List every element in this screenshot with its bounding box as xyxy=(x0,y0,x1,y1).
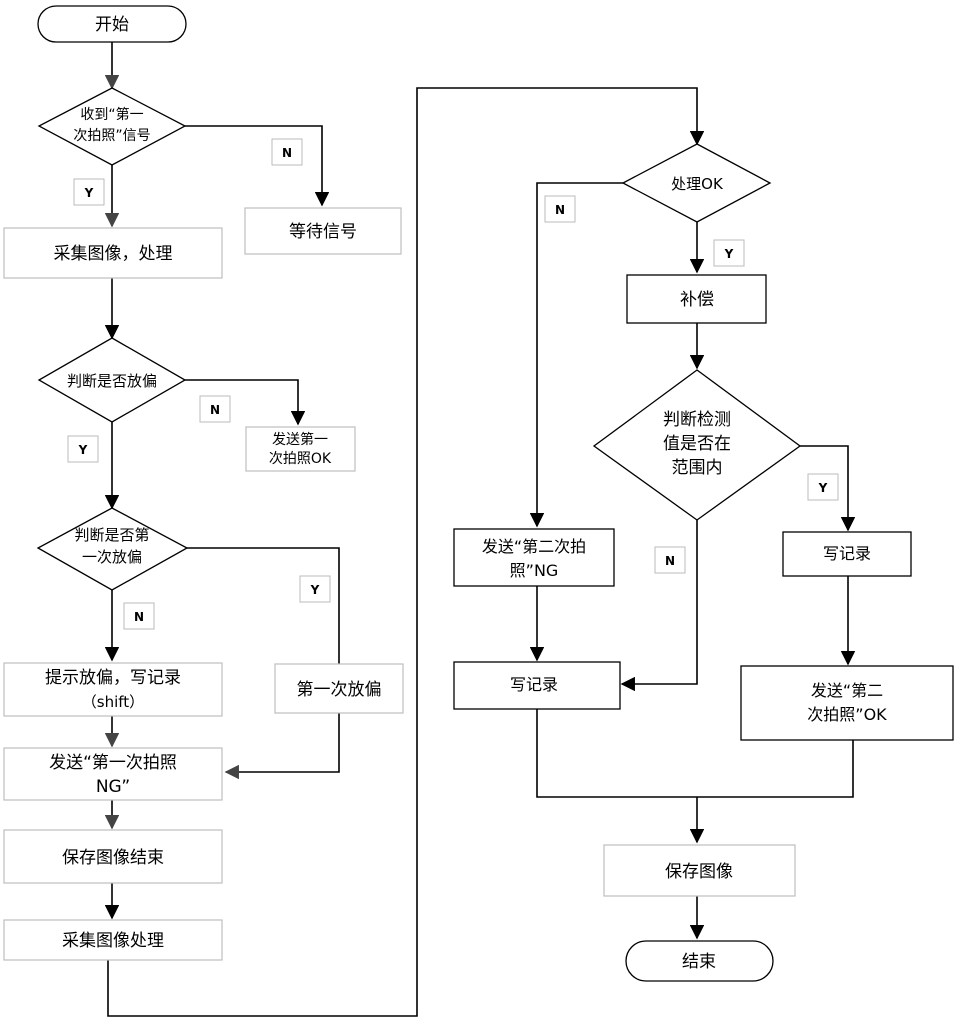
label-yes-4: Y xyxy=(714,240,744,266)
label-no-4: N xyxy=(545,196,575,222)
compensate-box: 补偿 xyxy=(627,275,766,323)
decision-first-photo-signal: 收到“第一 次拍照”信号 xyxy=(39,88,185,165)
svg-text:保存图像结束: 保存图像结束 xyxy=(62,848,164,868)
svg-text:判断检测: 判断检测 xyxy=(663,410,731,430)
svg-text:Y: Y xyxy=(724,247,734,261)
svg-text:Y: Y xyxy=(310,583,320,597)
send-first-ng-box: 发送“第一次拍照 NG” xyxy=(4,748,222,800)
svg-text:补偿: 补偿 xyxy=(680,290,714,310)
svg-text:第一次放偏: 第一次放偏 xyxy=(297,680,382,700)
svg-text:发送“第一次拍照: 发送“第一次拍照 xyxy=(49,753,177,773)
svg-text:写记录: 写记录 xyxy=(823,544,871,563)
svg-text:处理OK: 处理OK xyxy=(671,175,724,193)
svg-text:发送“第二: 发送“第二 xyxy=(811,681,883,700)
end-node: 结束 xyxy=(626,941,773,981)
svg-text:照”NG: 照”NG xyxy=(510,561,559,580)
label-no-2: N xyxy=(200,396,230,422)
svg-text:等待信号: 等待信号 xyxy=(289,222,357,242)
svg-text:一次放偏: 一次放偏 xyxy=(82,548,142,566)
svg-text:N: N xyxy=(282,146,292,160)
decision-first-offset: 判断是否第 一次放偏 xyxy=(38,508,187,590)
svg-text:保存图像: 保存图像 xyxy=(665,862,733,882)
send-second-ok-box: 发送“第二 次拍照”OK xyxy=(741,666,953,740)
svg-text:写记录: 写记录 xyxy=(510,675,558,694)
svg-text:N: N xyxy=(555,203,565,217)
svg-text:N: N xyxy=(134,610,144,624)
svg-text:Y: Y xyxy=(84,186,94,200)
decision-process-ok: 处理OK xyxy=(623,144,770,222)
svg-text:Y: Y xyxy=(78,443,88,457)
svg-text:结束: 结束 xyxy=(682,952,716,972)
svg-text:N: N xyxy=(665,554,675,568)
svg-text:发送第一: 发送第一 xyxy=(272,431,328,448)
svg-text:开始: 开始 xyxy=(95,15,129,35)
svg-text:次拍照OK: 次拍照OK xyxy=(269,451,332,467)
svg-text:NG”: NG” xyxy=(96,777,130,797)
svg-text:发送“第二次拍: 发送“第二次拍 xyxy=(482,537,586,556)
wait-signal-box: 等待信号 xyxy=(245,208,401,254)
svg-text:Y: Y xyxy=(818,481,828,495)
save-image-end-box: 保存图像结束 xyxy=(4,830,222,883)
write-record-right-box: 写记录 xyxy=(783,532,911,576)
label-yes-2: Y xyxy=(68,436,98,462)
svg-text:提示放偏，写记录: 提示放偏，写记录 xyxy=(45,668,181,688)
label-yes-5: Y xyxy=(808,474,838,500)
svg-text:范围内: 范围内 xyxy=(672,458,723,478)
decision-offset: 判断是否放偏 xyxy=(39,338,185,422)
svg-text:（shift）: （shift） xyxy=(82,693,144,711)
prompt-offset-box: 提示放偏，写记录 （shift） xyxy=(4,663,222,716)
svg-text:判断是否第: 判断是否第 xyxy=(74,526,149,544)
svg-text:收到“第一: 收到“第一 xyxy=(80,106,143,123)
label-yes-1: Y xyxy=(74,179,104,205)
write-record-left-box: 写记录 xyxy=(454,662,620,709)
svg-text:N: N xyxy=(210,403,220,417)
branch-labels: N Y N Y Y N N Y Y N xyxy=(68,139,838,629)
svg-text:次拍照”OK: 次拍照”OK xyxy=(807,705,887,724)
send-second-ng-box: 发送“第二次拍 照”NG xyxy=(454,529,614,586)
svg-text:采集图像，处理: 采集图像，处理 xyxy=(54,244,173,264)
label-no-5: N xyxy=(655,547,685,573)
decision-in-range: 判断检测 值是否在 范围内 xyxy=(594,370,800,520)
capture-process-2-box: 采集图像处理 xyxy=(4,920,222,960)
svg-text:值是否在: 值是否在 xyxy=(663,434,731,454)
label-no-3: N xyxy=(124,603,154,629)
svg-text:采集图像处理: 采集图像处理 xyxy=(62,931,164,951)
capture-process-box: 采集图像，处理 xyxy=(4,228,222,278)
send-first-ok-box: 发送第一 次拍照OK xyxy=(246,427,355,471)
label-yes-3: Y xyxy=(300,576,330,602)
save-image-box: 保存图像 xyxy=(604,845,795,896)
svg-text:判断是否放偏: 判断是否放偏 xyxy=(67,372,157,390)
first-offset-box: 第一次放偏 xyxy=(275,664,403,713)
start-node: 开始 xyxy=(38,6,186,42)
label-no-1: N xyxy=(272,139,302,165)
svg-text:次拍照”信号: 次拍照”信号 xyxy=(73,128,150,144)
